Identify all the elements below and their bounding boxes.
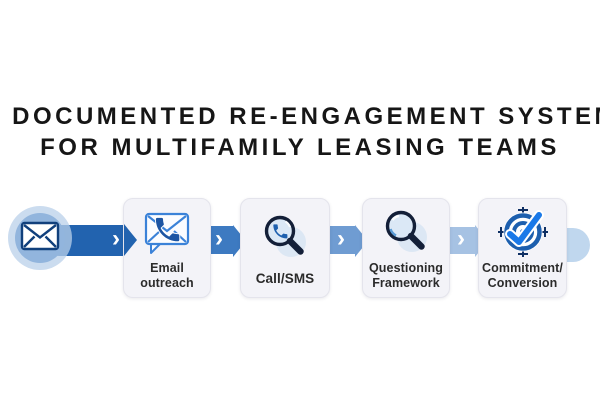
title-line-1: A DOCUMENTED RE-ENGAGEMENT SYSTEM (0, 103, 600, 130)
step-card-email-outreach: Email outreach (123, 198, 211, 298)
step-card-questioning-framework: Questioning Framework (362, 198, 450, 298)
chevron-right-icon: › (112, 225, 120, 252)
envelope-icon (20, 221, 60, 256)
step-label: Call/SMS (255, 270, 315, 286)
start-node (15, 213, 65, 263)
step-card-commitment-conversion: Commitment/ Conversion (478, 198, 567, 298)
chevron-right-icon: › (457, 225, 465, 252)
step-label: Email outreach (140, 261, 194, 290)
chevron-right-icon: › (337, 224, 345, 252)
envelope-phone-chat-icon (139, 199, 195, 261)
chevron-right-icon: › (215, 224, 223, 252)
flow-connector-2: › (327, 226, 355, 254)
magnifier-phone-icon (259, 199, 311, 272)
step-card-call-sms: Call/SMS (240, 198, 330, 298)
title-line-2: FOR MULTIFAMILY LEASING TEAMS (40, 134, 560, 161)
flow-connector-3: › (447, 227, 475, 254)
page-title: A DOCUMENTED RE-ENGAGEMENT SYSTEM FOR MU… (0, 101, 600, 163)
arrowhead-icon (124, 224, 137, 256)
target-check-icon (496, 199, 550, 261)
step-label: Questioning Framework (368, 261, 443, 290)
step-label: Commitment/ Conversion (482, 261, 563, 290)
magnifier-icon (380, 199, 432, 261)
